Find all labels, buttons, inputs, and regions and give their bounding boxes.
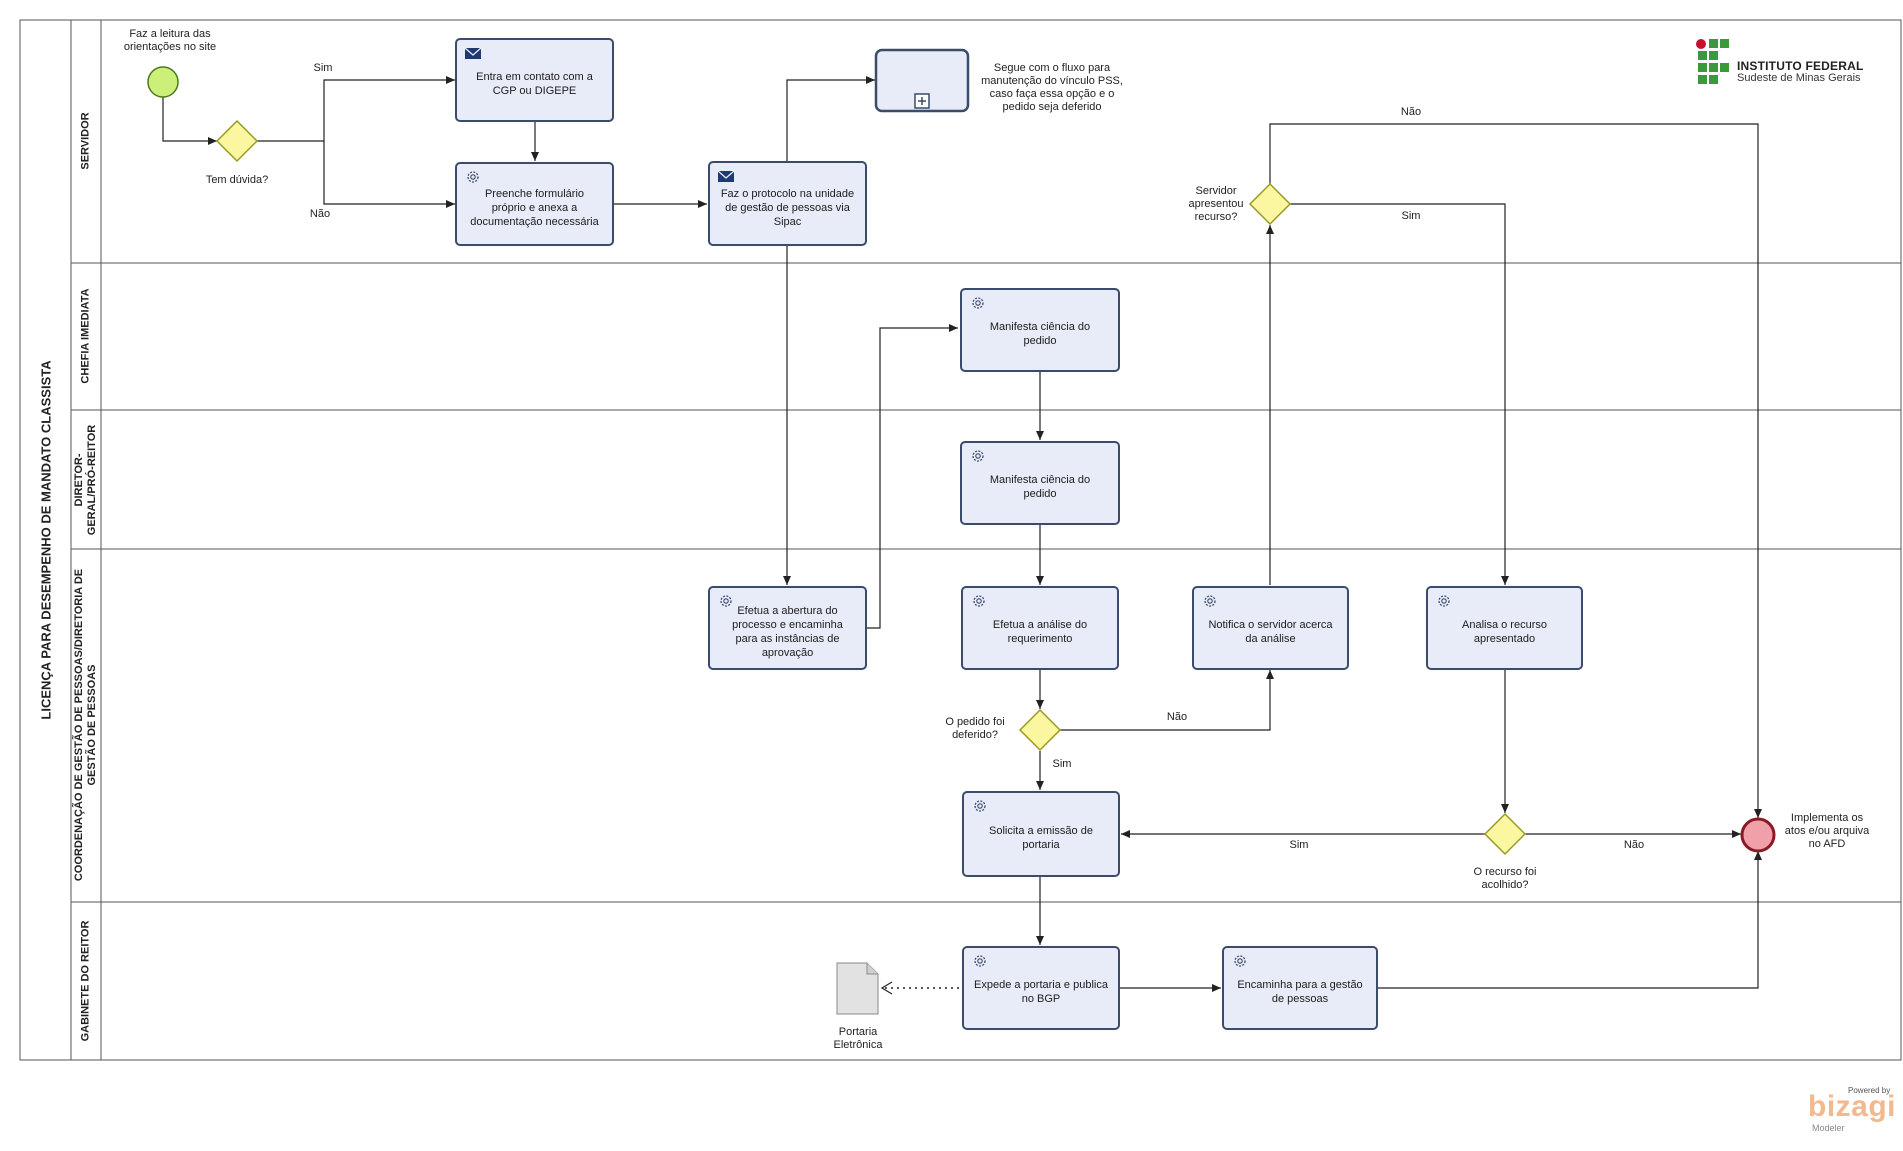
task-analisa-recurso[interactable]: Analisa o recurso apresentado [1426, 586, 1583, 670]
flow-label-acolhido-nao: Não [1623, 839, 1645, 851]
task-diretor-ciencia[interactable]: Manifesta ciência do pedido [960, 441, 1120, 525]
flow-recurso-sim [1290, 203, 1509, 585]
task-analisa-recurso-label: Analisa o recurso apresentado [1462, 619, 1547, 645]
flow-start-to-duvida [162, 96, 217, 145]
envelope-icon [717, 170, 735, 182]
flow-label-duvida-nao: Não [309, 208, 331, 220]
flow-label-duvida-sim: Sim [313, 62, 333, 74]
pool-title: LICENÇA PARA DESEMPENHO DE MANDATO CLASS… [38, 360, 54, 720]
watermark-brand: bizagi [1808, 1090, 1897, 1123]
flow-abertura-to-chefia [866, 324, 958, 629]
gateway-duvida[interactable] [215, 119, 259, 163]
gear-icon [1438, 595, 1450, 607]
task-analise[interactable]: Efetua a análise do requerimento [961, 586, 1119, 670]
gateway-recurso[interactable] [1248, 182, 1292, 226]
logo-name: INSTITUTO FEDERAL [1737, 59, 1864, 73]
task-notifica-label: Notifica o servidor acerca da análise [1208, 619, 1333, 645]
lane-title-diretor: DIRETOR-GERAL/PRÓ-REITOR [73, 424, 98, 536]
gateway-recurso-label: Servidor apresentou recurso? [1188, 185, 1244, 223]
task-formulario-label: Preenche formulário próprio e anexa a do… [470, 188, 599, 228]
task-abertura-label: Efetua a abertura do processo e encaminh… [732, 605, 843, 659]
task-solicita[interactable]: Solicita a emissão de portaria [962, 791, 1120, 877]
gateway-acolhido-label: O recurso foi acolhido? [1473, 866, 1537, 891]
gear-icon [1234, 955, 1246, 967]
task-encaminha-label: Encaminha para a gestão de pessoas [1237, 979, 1363, 1005]
pool-frame [19, 19, 1902, 1061]
flow-protocolo-to-subprocess [786, 76, 875, 161]
gateway-acolhido[interactable] [1483, 812, 1527, 856]
subprocess-label: Segue com o fluxo para manutenção do vín… [981, 62, 1123, 113]
gear-icon [974, 955, 986, 967]
task-contato[interactable]: Entra em contato com a CGP ou DIGEPE [455, 38, 614, 122]
flow-label-acolhido-sim: Sim [1289, 839, 1309, 851]
task-formulario[interactable]: Preenche formulário próprio e anexa a do… [455, 162, 614, 246]
gear-icon [1204, 595, 1216, 607]
document-fold [866, 963, 878, 975]
watermark-product: Modeler [1812, 1123, 1845, 1133]
task-protocolo[interactable]: Faz o protocolo na unidade de gestão de … [708, 161, 867, 246]
gateway-deferido[interactable] [1018, 708, 1062, 752]
flow-deferido-nao [1060, 670, 1274, 731]
start-event[interactable] [147, 66, 179, 98]
lane-title-coordenacao: COORDENAÇÃO DE GESTÃO DE PESSOAS/DIRETOR… [73, 568, 98, 882]
logo-mark [1696, 39, 1729, 84]
gear-icon [972, 297, 984, 309]
flow-label-recurso-nao: Não [1400, 106, 1422, 118]
flow-label-recurso-sim: Sim [1401, 210, 1421, 222]
task-encaminha[interactable]: Encaminha para a gestão de pessoas [1222, 946, 1378, 1030]
association-arrowhead [880, 981, 893, 995]
task-protocolo-label: Faz o protocolo na unidade de gestão de … [720, 187, 855, 228]
envelope-icon [464, 47, 482, 59]
task-expede[interactable]: Expede a portaria e publica no BGP [962, 946, 1120, 1030]
watermark-powered: Powered by [1848, 1086, 1891, 1095]
task-solicita-label: Solicita a emissão de portaria [989, 825, 1093, 851]
task-analise-label: Efetua a análise do requerimento [992, 619, 1088, 645]
gear-icon [974, 800, 986, 812]
task-chefia-ciencia[interactable]: Manifesta ciência do pedido [960, 288, 1120, 372]
flow-duvida-sim [257, 76, 455, 142]
flow-recurso-nao [1269, 123, 1762, 818]
document-label: Portaria Eletrônica [833, 1026, 883, 1051]
task-abertura[interactable]: Efetua a abertura do processo e encaminh… [708, 586, 867, 670]
gear-icon [467, 171, 479, 183]
gateway-deferido-label: O pedido foi deferido? [945, 716, 1005, 741]
gear-icon [972, 450, 984, 462]
gear-icon [973, 595, 985, 607]
task-diretor-ciencia-label: Manifesta ciência do pedido [989, 474, 1091, 500]
task-contato-label: Entra em contato com a CGP ou DIGEPE [476, 71, 593, 97]
subprocess-box[interactable] [874, 48, 970, 113]
gear-icon [720, 595, 732, 607]
task-expede-label: Expede a portaria e publica no BGP [974, 979, 1108, 1005]
task-notifica[interactable]: Notifica o servidor acerca da análise [1192, 586, 1349, 670]
lane-title-chefia: CHEFIA IMEDIATA [79, 288, 92, 384]
end-event[interactable] [1740, 817, 1776, 853]
flow-label-deferido-sim: Sim [1052, 758, 1072, 770]
start-event-label: Faz a leitura das orientações no site [123, 28, 217, 53]
task-chefia-ciencia-label: Manifesta ciência do pedido [989, 321, 1091, 347]
flow-label-deferido-nao: Não [1166, 711, 1188, 723]
flow-encaminha-to-end [1378, 851, 1762, 989]
flow-duvida-nao [323, 141, 455, 208]
document-icon [836, 962, 879, 1015]
logo-subtitle: Sudeste de Minas Gerais [1737, 72, 1861, 84]
lane-title-gabinete: GABINETE DO REITOR [79, 920, 92, 1042]
gateway-duvida-label: Tem dúvida? [205, 174, 269, 186]
end-event-label: Implementa os atos e/ou arquiva no AFD [1784, 812, 1870, 850]
lane-title-servidor: SERVIDOR [79, 112, 92, 170]
